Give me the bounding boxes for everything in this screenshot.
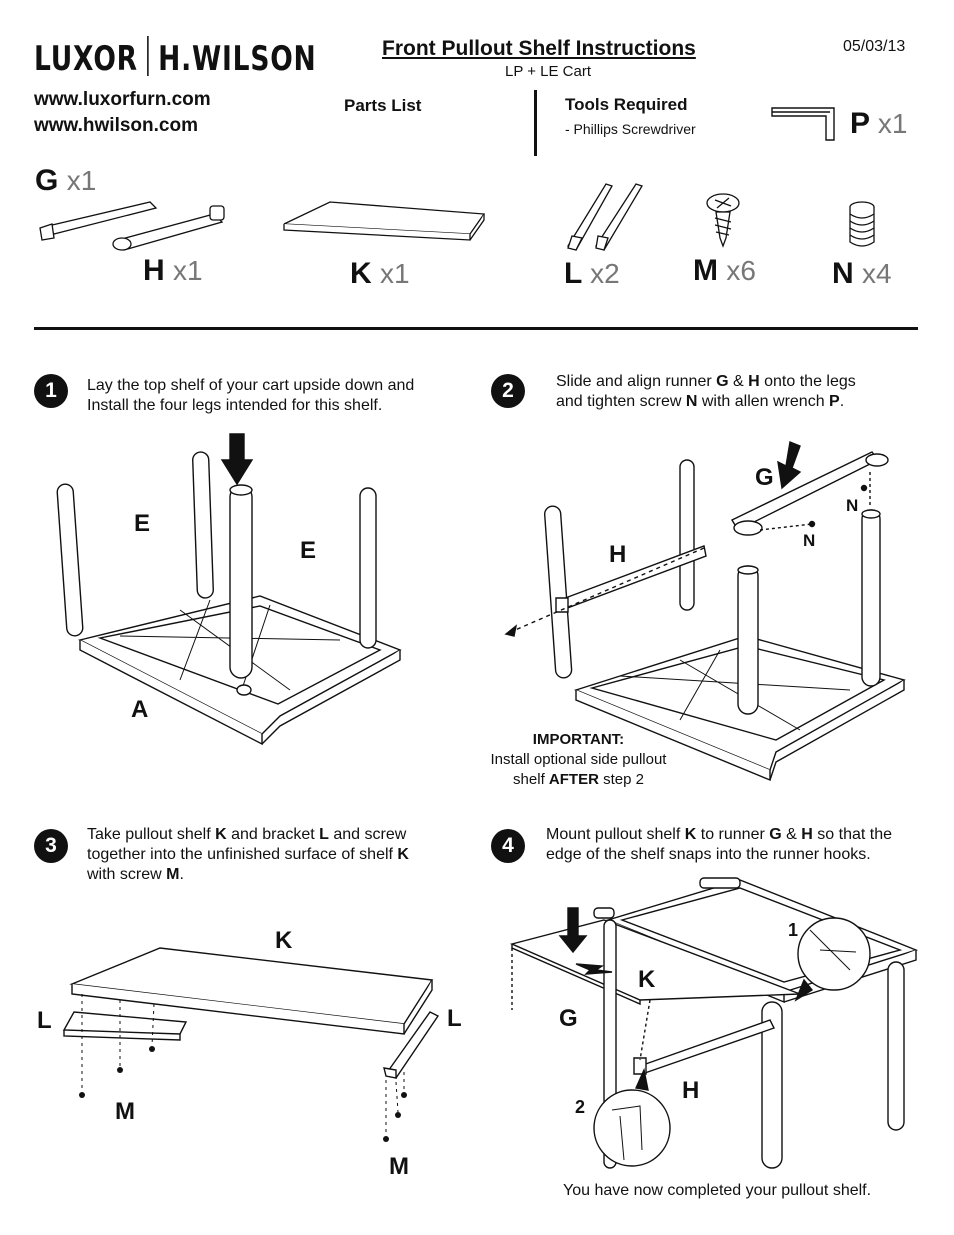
bracket-icon bbox=[568, 184, 642, 250]
step-1-diagram bbox=[57, 434, 400, 744]
step-3-number: 3 bbox=[34, 829, 68, 863]
callout-h: H bbox=[609, 541, 627, 568]
step-3-diagram bbox=[64, 948, 438, 1142]
shelf-icon bbox=[284, 202, 484, 240]
page-title: Front Pullout Shelf Instructions bbox=[382, 37, 696, 60]
step-2-number: 2 bbox=[491, 374, 525, 408]
brand-left: LUXOR bbox=[34, 39, 138, 79]
set-screw-icon bbox=[850, 202, 874, 246]
callout-m-left: M bbox=[115, 1098, 135, 1125]
step-text-line: together into the unfinished surface of … bbox=[87, 846, 409, 863]
step-4-text: Mount pullout shelf K to runner G & H so… bbox=[546, 825, 892, 865]
callout-m-right: M bbox=[389, 1153, 409, 1180]
step-text-line: Install the four legs intended for this … bbox=[87, 397, 383, 414]
runner-icon bbox=[40, 202, 224, 250]
brand-logo: LUXOR H.WILSON bbox=[34, 36, 317, 79]
parts-list-heading: Parts List bbox=[344, 96, 422, 115]
screw-icon bbox=[707, 194, 739, 246]
tools-heading: Tools Required bbox=[565, 95, 688, 114]
callout-e-left: E bbox=[134, 510, 151, 537]
step-text-line: Mount pullout shelf K to runner G & H so… bbox=[546, 826, 892, 843]
part-label-m: M x6 bbox=[693, 254, 756, 287]
step-1-number: 1 bbox=[34, 374, 68, 408]
part-label-l: L x2 bbox=[564, 257, 620, 290]
completion-message: You have now completed your pullout shel… bbox=[563, 1182, 872, 1199]
website-link-luxor[interactable]: www.luxorfurn.com bbox=[34, 89, 211, 110]
part-label-g: G x1 bbox=[35, 164, 97, 197]
step-text-line: edge of the shelf snaps into the runner … bbox=[546, 846, 871, 863]
tool-item: - Phillips Screwdriver bbox=[565, 121, 696, 137]
callout-e-right: E bbox=[300, 537, 317, 564]
part-label-n: N x4 bbox=[832, 257, 892, 290]
step-2-text: Slide and align runner G & H onto the le… bbox=[556, 372, 856, 412]
website-link-hwilson[interactable]: www.hwilson.com bbox=[34, 115, 198, 136]
callout-l-left: L bbox=[37, 1007, 52, 1034]
detail-1-label: 1 bbox=[788, 920, 799, 940]
allen-wrench-icon bbox=[772, 108, 834, 140]
part-label-k: K x1 bbox=[350, 257, 410, 290]
section-divider bbox=[34, 327, 918, 330]
callout-a: A bbox=[131, 696, 149, 723]
step-text-line: Take pullout shelf K and bracket L and s… bbox=[87, 826, 407, 843]
step-1-text: Lay the top shelf of your cart upside do… bbox=[87, 376, 414, 416]
callout-g-step4: G bbox=[559, 1005, 578, 1032]
callout-h-step4: H bbox=[682, 1077, 700, 1104]
step-4-number: 4 bbox=[491, 829, 525, 863]
page-subtitle: LP + LE Cart bbox=[505, 63, 592, 80]
step-4-diagram bbox=[512, 878, 916, 1168]
important-title: IMPORTANT: bbox=[532, 731, 625, 748]
part-label-p: P x1 bbox=[850, 107, 908, 140]
header-divider bbox=[534, 90, 537, 156]
parts-illustrations bbox=[0, 0, 954, 330]
step-text-line: with screw M. bbox=[87, 866, 184, 883]
callout-k: K bbox=[275, 927, 293, 954]
step-3-text: Take pullout shelf K and bracket L and s… bbox=[87, 825, 409, 885]
callout-l-right: L bbox=[447, 1005, 462, 1032]
callout-k-step4: K bbox=[638, 966, 656, 993]
brand-right: H.WILSON bbox=[158, 39, 317, 79]
step-text-line: and tighten screw N with allen wrench P. bbox=[556, 393, 845, 410]
step-text-line: Lay the top shelf of your cart upside do… bbox=[87, 377, 415, 394]
callout-g: G bbox=[755, 464, 774, 491]
important-note: IMPORTANT: Install optional side pullout… bbox=[476, 730, 681, 790]
important-line-2: shelf AFTER step 2 bbox=[513, 771, 644, 788]
step-text-line: Slide and align runner G & H onto the le… bbox=[556, 373, 856, 390]
step-2-diagram bbox=[506, 442, 904, 780]
callout-n-lower: N bbox=[803, 531, 816, 550]
callout-n-upper: N bbox=[846, 496, 859, 515]
part-label-h: H x1 bbox=[143, 254, 203, 287]
detail-2-label: 2 bbox=[575, 1097, 586, 1117]
important-line-1: Install optional side pullout bbox=[490, 751, 667, 768]
document-date: 05/03/13 bbox=[843, 38, 906, 55]
